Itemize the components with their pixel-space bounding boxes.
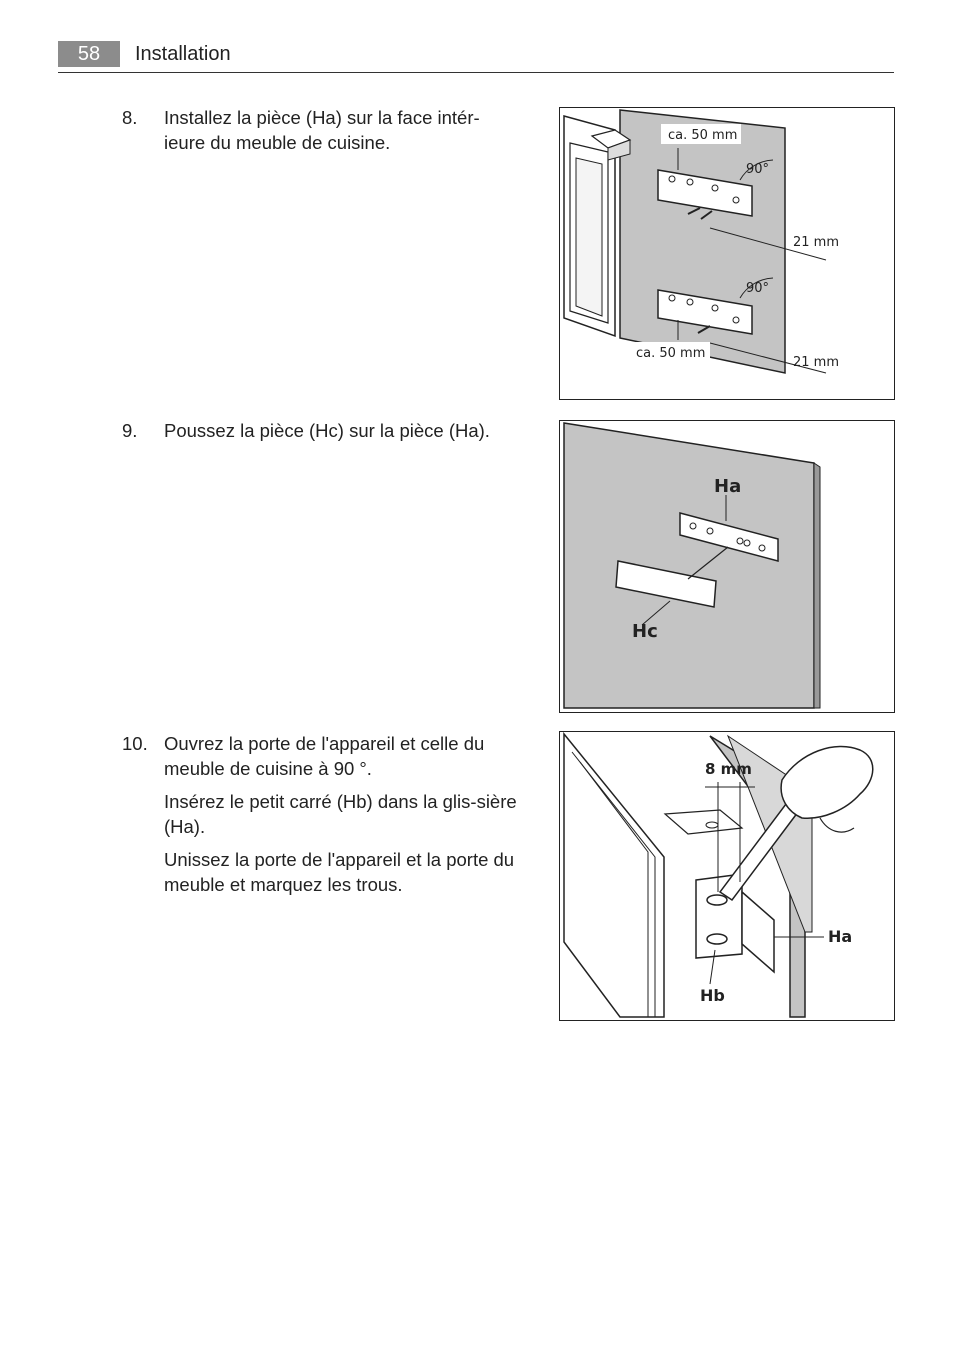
label-ha: Ha bbox=[828, 927, 852, 946]
label-8mm: 8 mm bbox=[705, 760, 752, 778]
plate-hc-icon bbox=[615, 560, 717, 608]
label-angle-bottom: 90° bbox=[746, 281, 769, 296]
step-number: 10. bbox=[122, 733, 148, 754]
figure-install-ha: ca. 50 mm 90° 21 mm 90° ca. 50 mm 21 mm bbox=[559, 107, 895, 400]
upper-rail-icon bbox=[657, 169, 753, 220]
rail-ha-icon bbox=[679, 512, 779, 562]
section-title: Installation bbox=[135, 43, 231, 65]
label-hc: Hc bbox=[632, 621, 658, 642]
step-text: Insérez le petit carré (Hb) dans la glis… bbox=[164, 791, 517, 837]
page-header: 58 Installation bbox=[58, 40, 894, 73]
label-bg bbox=[661, 124, 741, 144]
step-8: 8. Installez la pièce (Ha) sur la face i… bbox=[122, 105, 517, 163]
label-21mm-top: 21 mm bbox=[793, 235, 839, 250]
pencil-hand-icon bbox=[718, 745, 874, 902]
step-9: 9. Poussez la pièce (Hc) sur la pièce (H… bbox=[122, 418, 517, 451]
label-21mm-bottom: 21 mm bbox=[793, 355, 839, 370]
figure-mark-holes: 8 mm Ha Hb bbox=[559, 731, 895, 1021]
step-text: Poussez la pièce (Hc) sur la pièce (Ha). bbox=[164, 420, 490, 441]
label-ha: Ha bbox=[714, 476, 741, 497]
step-10: 10. Ouvrez la porte de l'appareil et cel… bbox=[122, 731, 517, 905]
step-text: Unissez la porte de l'appareil et la por… bbox=[164, 849, 515, 895]
label-hb: Hb bbox=[700, 986, 725, 1005]
step-number: 8. bbox=[122, 107, 138, 128]
label-ca-50mm-top: ca. 50 mm bbox=[668, 128, 737, 143]
step-text: Ouvrez la porte de l'appareil et celle d… bbox=[164, 733, 485, 779]
figure-slide-hc: Ha Hc bbox=[559, 420, 895, 713]
step-number: 9. bbox=[122, 420, 138, 441]
part-ha-icon bbox=[741, 890, 775, 974]
step-text: Installez la pièce (Ha) sur la face inté… bbox=[164, 107, 480, 153]
label-ca-50mm-bottom: ca. 50 mm bbox=[636, 346, 705, 361]
label-bg bbox=[630, 342, 710, 362]
lower-rail-icon bbox=[657, 289, 753, 335]
label-angle-top: 90° bbox=[746, 162, 769, 177]
page-number: 58 bbox=[58, 41, 120, 67]
